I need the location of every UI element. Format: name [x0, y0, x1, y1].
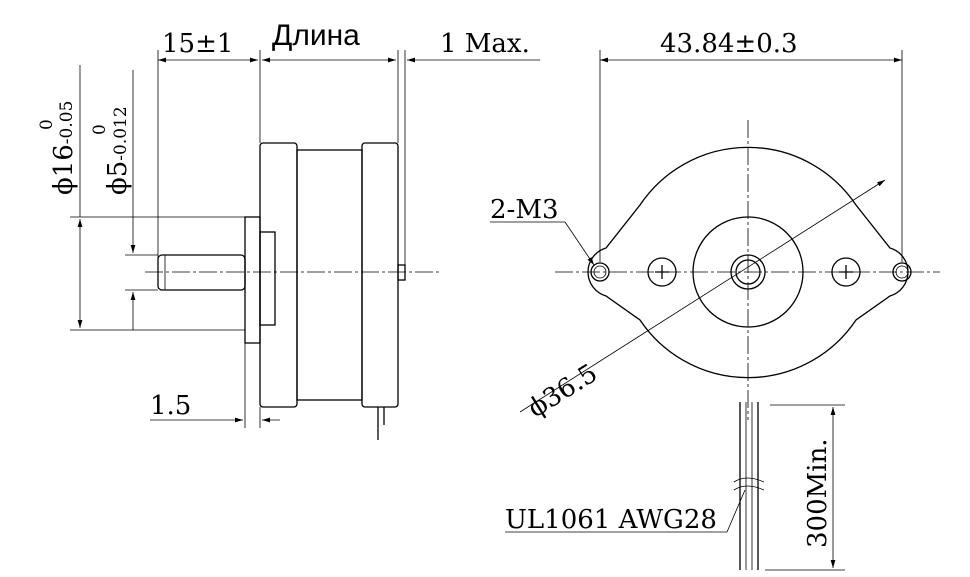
- hole-spacing-dim: 43.84±0.3: [660, 29, 798, 59]
- body-diameter-dim: ϕ36.5: [523, 358, 603, 424]
- shaft-tol-upper: 0: [90, 124, 110, 135]
- flange-tol-upper: 0: [37, 119, 57, 130]
- wire-bundle: [733, 402, 765, 570]
- shaft-length-dim: 15±1: [162, 29, 233, 59]
- side-view: 15±1 Длина 1 Max. ϕ16-0.05 0 ϕ5-0.012 0 …: [37, 19, 540, 440]
- max-dim: 1 Max.: [440, 29, 530, 59]
- front-view: 43.84±0.3 ϕ36.5 2-M3 UL1061 AWG28 300Min…: [490, 29, 940, 571]
- wire-spec-label: UL1061 AWG28: [505, 505, 717, 535]
- flange-thickness-dim: 1.5: [150, 391, 191, 421]
- wire-length-dim: 300Min.: [803, 438, 833, 548]
- flange-diameter-dim: ϕ16-0.05: [49, 101, 79, 195]
- shaft-diameter-dim: ϕ5-0.012: [103, 106, 133, 195]
- length-dim: Длина: [272, 19, 360, 52]
- holes-label: 2-M3: [490, 195, 559, 225]
